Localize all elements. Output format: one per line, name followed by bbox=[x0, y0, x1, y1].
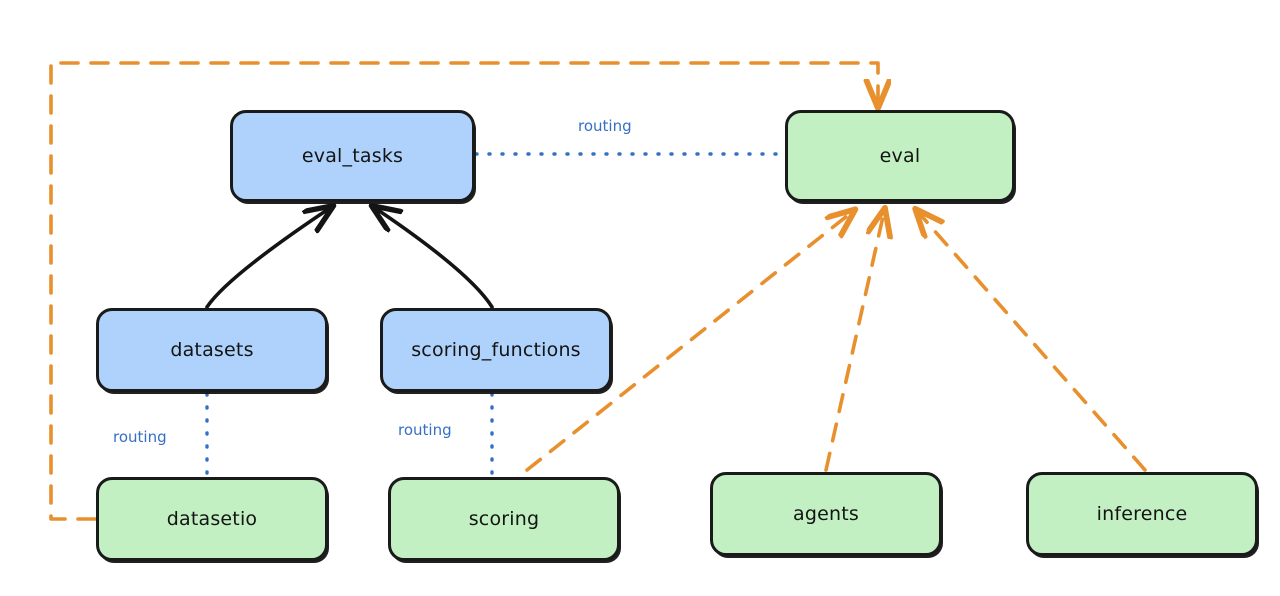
node-datasets[interactable]: datasets bbox=[96, 308, 328, 392]
node-label: agents bbox=[793, 503, 859, 525]
edge-datasetio-eval bbox=[49, 61, 878, 521]
node-agents[interactable]: agents bbox=[710, 472, 942, 556]
node-label: scoring_functions bbox=[411, 339, 581, 361]
edge-label-routing-scoring: routing bbox=[398, 421, 452, 439]
node-label: datasets bbox=[170, 339, 254, 361]
edge-datasets-eval_tasks bbox=[205, 208, 330, 309]
node-eval-tasks[interactable]: eval_tasks bbox=[230, 110, 475, 202]
node-scoring[interactable]: scoring bbox=[388, 477, 620, 561]
edge-label-routing-datasetio: routing bbox=[113, 428, 167, 446]
node-scoring-functions[interactable]: scoring_functions bbox=[380, 308, 612, 392]
node-label: scoring bbox=[468, 508, 540, 530]
node-eval[interactable]: eval bbox=[785, 110, 1015, 202]
edge-scoring_functions-eval_tasks bbox=[375, 208, 494, 309]
edge-agents-eval bbox=[824, 212, 884, 472]
node-inference[interactable]: inference bbox=[1026, 472, 1258, 556]
node-label: datasetio bbox=[166, 508, 258, 530]
edge-scoring-eval bbox=[525, 212, 852, 472]
node-label: inference bbox=[1096, 503, 1188, 525]
edge-label-routing-eval: routing bbox=[578, 117, 632, 135]
node-datasetio[interactable]: datasetio bbox=[96, 477, 328, 561]
edge-inference-eval bbox=[918, 212, 1147, 472]
node-label: eval bbox=[879, 145, 921, 167]
node-label: eval_tasks bbox=[301, 145, 404, 167]
